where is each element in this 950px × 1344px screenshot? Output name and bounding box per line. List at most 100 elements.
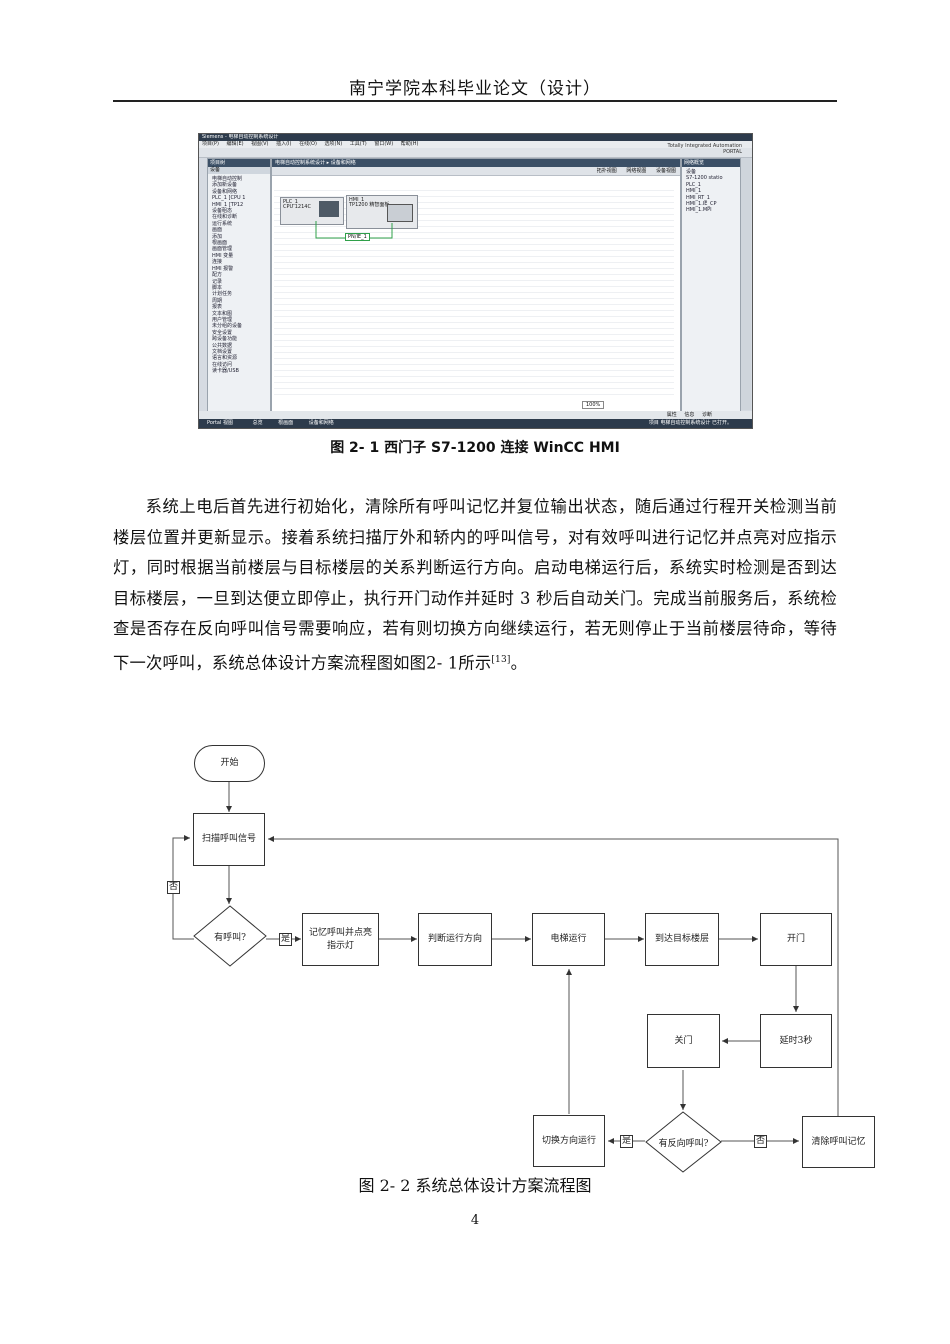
tree-item[interactable]: 计划任务: [212, 291, 233, 298]
status-message: 项目 电梯自动控制系统设计 已打开。: [648, 420, 732, 426]
tree-item[interactable]: 添加: [212, 233, 223, 240]
page-number: 4: [470, 1213, 480, 1228]
tree-item[interactable]: 语言和资源: [212, 355, 238, 362]
menu-item[interactable]: 选项(N): [324, 141, 343, 147]
hmi-device: HMI_1 TP1200 精智面板: [346, 195, 418, 229]
flow-arrive-floor: 到达目标楼层: [645, 913, 719, 966]
zoom-field[interactable]: 100%: [582, 401, 605, 409]
paragraph-text: 系统上电后首先进行初始化，清除所有呼叫记忆并复位输出状态，随后通过行程开关检测当…: [113, 497, 837, 672]
hmi-screen-icon: [387, 204, 413, 222]
flow-has-call: 有呼叫?: [214, 932, 246, 943]
view-tab[interactable]: 拓扑视图: [596, 168, 617, 174]
flow-clear-memory: 清除呼叫记忆: [802, 1116, 875, 1168]
overview-item[interactable]: PLC_1: [686, 181, 701, 188]
tree-item[interactable]: 读卡器/USB: [212, 368, 239, 375]
flow-switch-direction: 切换方向运行: [533, 1115, 605, 1167]
overview-item[interactable]: HMI_1.IE_CP: [686, 201, 717, 208]
tree-item[interactable]: 根画面: [212, 240, 228, 247]
flow-scan-calls: 扫描呼叫信号: [193, 813, 265, 866]
menu-item[interactable]: 在线(O): [299, 141, 317, 147]
tree-item[interactable]: 设备和网络: [212, 188, 238, 195]
menu-item[interactable]: 窗口(W): [374, 141, 394, 147]
tree-item[interactable]: PLC_1 [CPU 1: [212, 195, 246, 202]
inspector-tab[interactable]: 信息: [684, 412, 695, 418]
project-tree-sub: 设备: [208, 167, 270, 174]
tree-item[interactable]: 用户管理: [212, 316, 233, 323]
plc-device: PLC_1 CPU 1214C: [280, 197, 344, 225]
brand-line1: Totally Integrated Automation: [667, 143, 742, 149]
flow-has-call-diamond: [193, 905, 267, 967]
tree-item[interactable]: 在线访问: [212, 361, 233, 368]
portal-brand: Totally Integrated Automation PORTAL: [667, 143, 742, 155]
tree-item[interactable]: 画面: [212, 227, 223, 234]
screenshot-title-bar: Siemens - 电梯自动控制系统设计: [199, 134, 752, 141]
tree-item[interactable]: 记录: [212, 278, 223, 285]
flow-start: 开始: [194, 745, 265, 782]
overview-item[interactable]: 设备: [686, 169, 697, 175]
tree-item[interactable]: 安全设置: [212, 329, 233, 336]
tree-item[interactable]: 运行系统: [212, 220, 233, 227]
tree-item[interactable]: HMI 报警: [212, 265, 234, 272]
menu-item[interactable]: 工具(T): [349, 141, 367, 147]
overview-item[interactable]: HMI_1.MPI: [686, 207, 712, 214]
plc-type: CPU 1214C: [283, 204, 311, 210]
screenshot-menu-bar: 项目(P) 编辑(E) 视图(V) 插入(I) 在线(O) 选项(N) 工具(T…: [199, 141, 752, 148]
figure2-caption: 图 2- 2 系统总体设计方案流程图: [358, 1176, 592, 1195]
editor-tab[interactable]: 设备和网络: [308, 420, 334, 426]
menu-item[interactable]: 帮助(H): [400, 141, 419, 147]
overview-item[interactable]: HMI_RT_1: [686, 194, 710, 201]
tree-item[interactable]: 周期: [212, 297, 223, 304]
flow-reverse-diamond: [645, 1111, 722, 1173]
plc-name: PLC_1: [283, 199, 298, 205]
figure1-caption: 图 2- 1 西门子 S7-1200 连接 WinCC HMI: [330, 440, 620, 456]
view-tabs: 拓扑视图 网络视图 设备视图: [272, 167, 680, 176]
edge-label-yes-1: 是: [279, 933, 293, 946]
flow-judge-direction: 判断运行方向: [418, 913, 492, 966]
inspector-tab[interactable]: 属性: [666, 412, 677, 418]
hmi-name: HMI_1: [349, 197, 365, 203]
tree-item[interactable]: HMI_1 [TP12: [212, 201, 244, 208]
tree-item[interactable]: 报表: [212, 304, 223, 311]
tree-item[interactable]: 画面管理: [212, 246, 233, 253]
tree-item[interactable]: 公共数据: [212, 342, 233, 349]
tree-item[interactable]: 连接: [212, 259, 223, 266]
tia-portal-screenshot: Siemens - 电梯自动控制系统设计 项目(P) 编辑(E) 视图(V) 插…: [198, 133, 753, 429]
hmi-type: TP1200 精智面板: [349, 202, 390, 208]
tree-item[interactable]: 脚本: [212, 284, 223, 291]
network-view-panel: 电梯自动控制系统设计 ▸ 设备和网络 拓扑视图 网络视图 设备视图 PLC_1 …: [271, 158, 681, 412]
menu-item[interactable]: 插入(I): [276, 141, 292, 147]
edge-label-yes-2: 是: [620, 1135, 634, 1148]
menu-item[interactable]: 编辑(E): [226, 141, 244, 147]
editor-tab[interactable]: 根画面: [278, 420, 294, 426]
overview-item[interactable]: HMI_1: [686, 188, 702, 195]
menu-item[interactable]: 项目(P): [202, 141, 219, 147]
tree-item[interactable]: 电梯自动控制: [212, 176, 243, 182]
tree-item[interactable]: 设备组态: [212, 208, 233, 215]
plc-icon: [319, 201, 339, 217]
flow-elevator-run: 电梯运行: [532, 913, 605, 966]
tree-item[interactable]: 跨设备功能: [212, 336, 238, 343]
edge-label-no-1: 否: [167, 881, 181, 894]
tree-item[interactable]: HMI 变量: [212, 252, 234, 259]
tree-item[interactable]: 配方: [212, 272, 223, 279]
tree-item[interactable]: 在线和诊断: [212, 214, 238, 221]
tree-item[interactable]: 文档设置: [212, 348, 233, 355]
tree-item[interactable]: 文本和图: [212, 310, 233, 317]
project-tree-title: 项目树: [208, 159, 270, 167]
screenshot-toolbar: [199, 148, 752, 158]
tree-item[interactable]: 未分组的设备: [212, 323, 243, 330]
overview-item[interactable]: S7-1200 statio: [686, 175, 723, 182]
inspector-tab[interactable]: 诊断: [701, 412, 712, 418]
tree-item[interactable]: 添加新设备: [212, 182, 238, 189]
editor-bar: 总览 根画面 设备和网络: [253, 420, 334, 426]
view-tab[interactable]: 设备视图: [655, 168, 676, 174]
portal-view-link[interactable]: Portal 视图: [207, 420, 233, 426]
body-paragraph: 系统上电后首先进行初始化，清除所有呼叫记忆并复位输出状态，随后通过行程开关检测当…: [113, 492, 837, 678]
menu-item[interactable]: 视图(V): [251, 141, 269, 147]
editor-tab[interactable]: 总览: [252, 420, 263, 426]
view-tab[interactable]: 网络视图: [626, 168, 647, 174]
